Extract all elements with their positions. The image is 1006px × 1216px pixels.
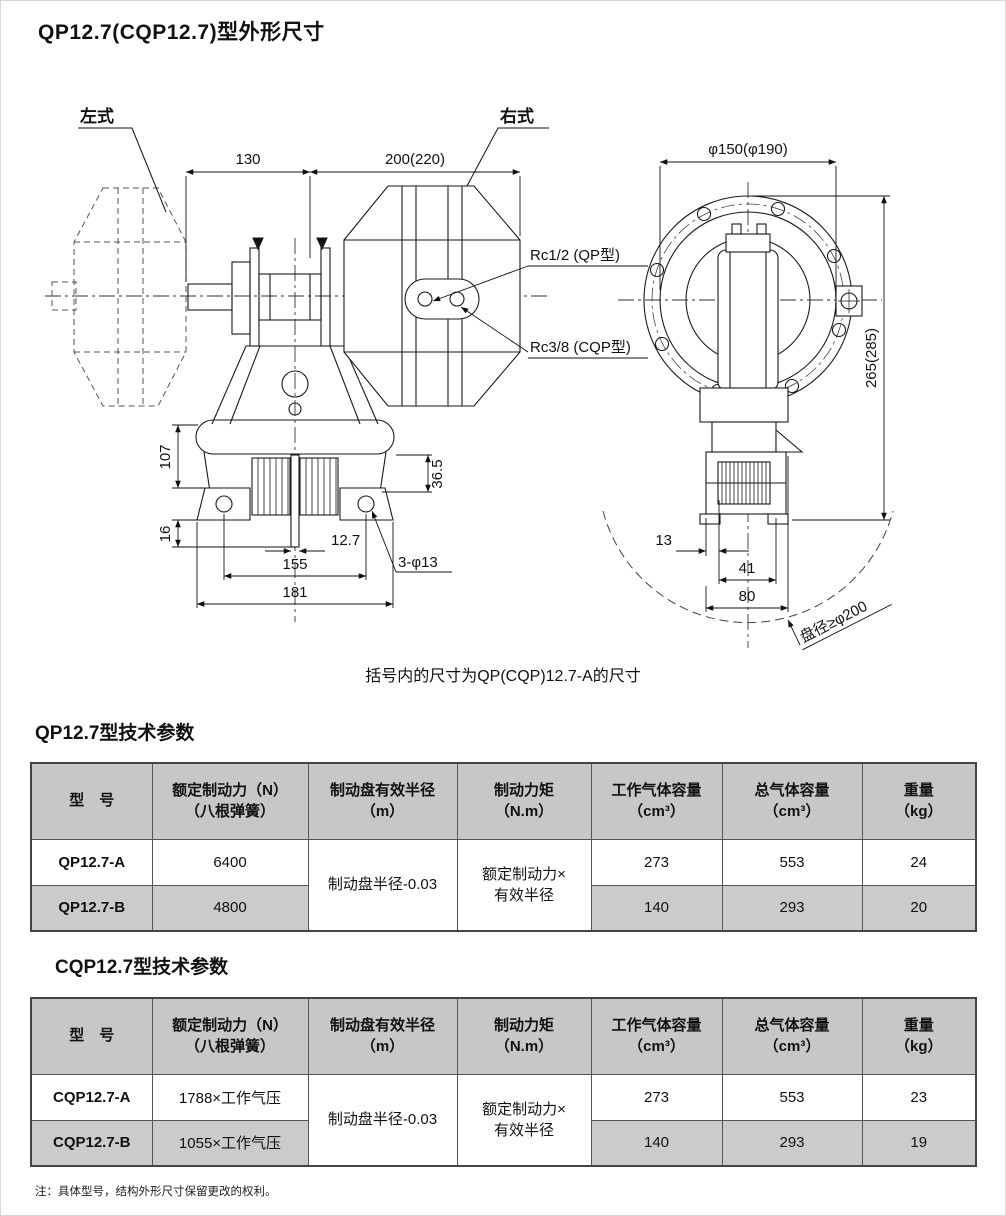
cell-work-volume: 273 <box>590 838 723 886</box>
hub-assembly <box>187 237 379 425</box>
cell-torque-merged: 额定制动力×有效半径 <box>456 838 592 932</box>
mount-ear <box>835 285 863 317</box>
dim-200-label: 200(220) <box>385 151 445 168</box>
dim-13-label: 13 <box>655 532 672 549</box>
cell-force: 4800 <box>151 884 309 932</box>
cell-force: 1055×工作气压 <box>151 1119 309 1167</box>
rc-qp-label: Rc1/2 (QP型) <box>530 247 620 264</box>
table2-row-a: CQP12.7-A 1788×工作气压 制动盘半径-0.03 额定制动力×有效半… <box>30 1073 977 1167</box>
col-header-radius: 制动盘有效半径（m） <box>307 762 458 840</box>
table2-header-row: 型 号 额定制动力（N）（八根弹簧） 制动盘有效半径（m） 制动力矩（N.m） … <box>30 997 977 1075</box>
table1-row-a: QP12.7-A 6400 制动盘半径-0.03 额定制动力×有效半径 273 … <box>30 838 977 932</box>
cell-total-volume: 293 <box>721 1119 863 1167</box>
dim-155-label: 155 <box>282 556 307 573</box>
col-header-model: 型 号 <box>30 762 153 840</box>
dim-width-80: 80 <box>705 456 789 612</box>
dim-width-130: 130 <box>185 151 311 282</box>
dim-width-155: 155 <box>223 514 367 580</box>
dim-12-7-label: 12.7 <box>331 532 360 549</box>
footnote: 注：具体型号，结构外形尺寸保留更改的权利。 <box>35 1186 277 1198</box>
cell-work-volume: 140 <box>590 1119 723 1167</box>
cqp-spec-table: 型 号 额定制动力（N）（八根弹簧） 制动盘有效半径（m） 制动力矩（N.m） … <box>30 997 977 1167</box>
left-type-callout: 左式 <box>78 106 167 213</box>
dim-41-label: 41 <box>739 560 756 577</box>
rc-cqp-label: Rc3/8 (CQP型) <box>530 339 631 356</box>
col-header-total-volume: 总气体容量（cm³） <box>721 762 863 840</box>
rc-cqp-callout: Rc3/8 (CQP型) <box>460 306 648 359</box>
col-header-torque: 制动力矩（N.m） <box>456 997 592 1075</box>
cell-work-volume: 140 <box>590 884 723 932</box>
chamber-side-view <box>717 223 779 391</box>
dim-181-label: 181 <box>282 584 307 601</box>
holes-label: 3-φ13 <box>398 554 438 571</box>
cell-total-volume: 553 <box>721 1073 863 1121</box>
col-header-force: 额定制动力（N）（八根弹簧） <box>151 762 309 840</box>
cell-model: CQP12.7-B <box>30 1119 153 1167</box>
cell-weight: 24 <box>861 838 977 886</box>
cell-radius-merged: 制动盘半径-0.03 <box>307 838 458 932</box>
left-mount-ghost-outline <box>51 187 187 407</box>
side-caliper <box>699 387 804 525</box>
right-type-label: 右式 <box>500 106 534 126</box>
disc-arc <box>602 510 894 624</box>
col-header-model: 型 号 <box>30 997 153 1075</box>
dim-width-200: 200(220) <box>310 151 521 236</box>
cell-radius-merged: 制动盘半径-0.03 <box>307 1073 458 1167</box>
dim-width-13: 13 <box>655 500 749 556</box>
dim-36-5-label: 36.5 <box>429 459 446 488</box>
cell-weight: 19 <box>861 1119 977 1167</box>
left-type-label: 左式 <box>80 106 114 126</box>
col-header-weight: 重量（kg） <box>861 762 977 840</box>
cell-torque-merged: 额定制动力×有效半径 <box>456 1073 592 1167</box>
col-header-weight: 重量（kg） <box>861 997 977 1075</box>
spring-hatch <box>257 458 337 515</box>
cell-model: QP12.7-A <box>30 838 153 886</box>
dim-height-107: 107 <box>157 424 206 489</box>
right-drum <box>343 185 521 407</box>
dim-height-36-5: 36.5 <box>382 454 446 493</box>
dim-dia150-label: φ150(φ190) <box>708 141 788 158</box>
col-header-radius: 制动盘有效半径（m） <box>307 997 458 1075</box>
cell-force: 6400 <box>151 838 309 886</box>
col-header-work-volume: 工作气体容量（cm³） <box>590 997 723 1075</box>
cell-force: 1788×工作气压 <box>151 1073 309 1121</box>
caliper-assembly <box>195 419 395 548</box>
cell-model: CQP12.7-A <box>30 1073 153 1121</box>
dim-80-label: 80 <box>739 588 756 605</box>
page-title: QP12.7(CQP12.7)型外形尺寸 <box>38 21 325 44</box>
dim-width-41: 41 <box>718 518 777 584</box>
cell-weight: 20 <box>861 884 977 932</box>
dim-130-label: 130 <box>235 151 260 168</box>
holes-callout: 3-φ13 <box>371 510 452 573</box>
drawing-caption: 括号内的尺寸为QP(CQP)12.7-A的尺寸 <box>365 668 641 685</box>
col-header-force: 额定制动力（N）（八根弹簧） <box>151 997 309 1075</box>
cell-model: QP12.7-B <box>30 884 153 932</box>
table2-title: CQP12.7型技术参数 <box>55 957 229 978</box>
dim-265-label: 265(285) <box>863 328 880 388</box>
dim-16-label: 16 <box>157 526 174 543</box>
dim-thickness-12-7: 12.7 <box>265 532 360 554</box>
qp-spec-table: 型 号 额定制动力（N）（八根弹簧） 制动盘有效半径（m） 制动力矩（N.m） … <box>30 762 977 932</box>
dim-height-16: 16 <box>157 519 292 548</box>
dim-107-label: 107 <box>157 444 174 469</box>
rc-qp-callout: Rc1/2 (QP型) <box>432 247 648 302</box>
disc-dia-label: 盘径≥φ200 <box>797 597 870 646</box>
col-header-total-volume: 总气体容量（cm³） <box>721 997 863 1075</box>
technical-drawing: 左式 右式 <box>45 106 894 651</box>
cell-total-volume: 293 <box>721 884 863 932</box>
cell-weight: 23 <box>861 1073 977 1121</box>
table1-title: QP12.7型技术参数 <box>35 723 195 744</box>
dim-dia-150: φ150(φ190) <box>659 141 837 290</box>
col-header-torque: 制动力矩（N.m） <box>456 762 592 840</box>
right-type-callout: 右式 <box>451 106 549 215</box>
cell-total-volume: 553 <box>721 838 863 886</box>
dim-height-265: 265(285) <box>752 195 890 521</box>
table1-header-row: 型 号 额定制动力（N）（八根弹簧） 制动盘有效半径（m） 制动力矩（N.m） … <box>30 762 977 840</box>
disc-dia-callout: 盘径≥φ200 <box>787 597 892 651</box>
cell-work-volume: 273 <box>590 1073 723 1121</box>
col-header-work-volume: 工作气体容量（cm³） <box>590 762 723 840</box>
